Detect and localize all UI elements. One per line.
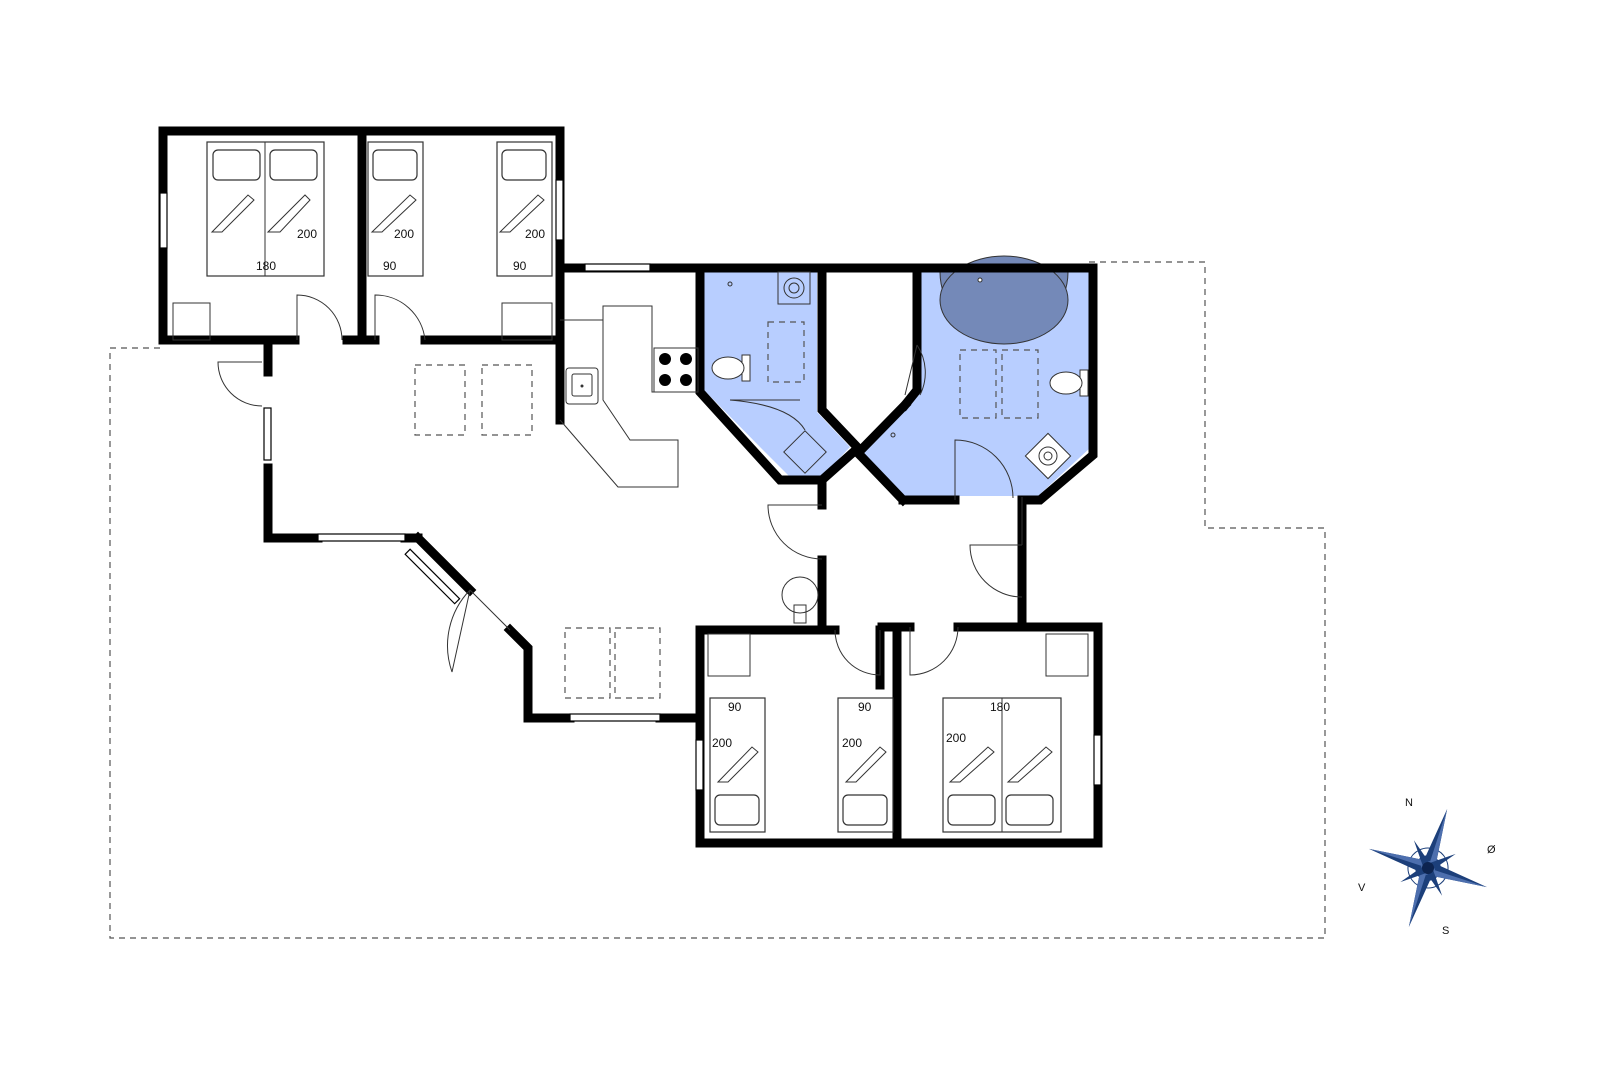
- bath1-toilet-icon: [711, 354, 751, 382]
- table-dashed-1: [414, 364, 466, 436]
- door-entrance[interactable]: [217, 361, 263, 407]
- door-bath2-inner[interactable]: [904, 344, 926, 396]
- bedroom4-wardrobe: [1045, 633, 1089, 677]
- bath1-shower-arc: [729, 399, 806, 431]
- wall-living-west-lower: [263, 463, 323, 543]
- window-kitchen-north: [584, 263, 651, 272]
- bath2-shower-area-1: [959, 349, 997, 419]
- kitchen-island: [559, 320, 679, 488]
- bath2-washbasin-icon: [1024, 432, 1072, 480]
- door-bedroom3[interactable]: [834, 629, 881, 676]
- bedroom2-left-bed-width: 90: [383, 259, 397, 273]
- bedroom2-right-bed-width: 90: [513, 259, 527, 273]
- window-living-diag: [404, 548, 461, 605]
- table-dashed-3: [564, 627, 611, 699]
- bedroom3-wardrobe: [707, 633, 751, 677]
- window-living-south-2: [569, 713, 661, 722]
- bedroom3-left-bed-length: 200: [712, 736, 732, 750]
- bath1-washbasin-icon: [777, 271, 811, 305]
- window-bedroom4-east: [1093, 734, 1102, 786]
- spa-drain-icon: [977, 277, 983, 283]
- stove-icon: [653, 347, 699, 393]
- kitchen-sink: [565, 367, 599, 405]
- water-heater-icon: [781, 576, 819, 614]
- wall-bath2-diag-up: [851, 398, 912, 460]
- window-living-south: [317, 533, 406, 542]
- table-dashed-2: [481, 364, 533, 436]
- bedroom3-right-bed-length: 200: [842, 736, 862, 750]
- compass-north-label: N: [1405, 797, 1413, 809]
- window-bedroom2-east: [555, 179, 564, 241]
- window-living-west: [263, 407, 272, 461]
- door-terrace[interactable]: [447, 589, 511, 673]
- wall-bath1-left: [695, 263, 827, 485]
- bathroom-1-floor: [702, 272, 850, 482]
- compass-west-label: V: [1358, 882, 1366, 894]
- terrace-outline-west: [109, 261, 1326, 939]
- wall-bath1-right: [817, 263, 865, 510]
- bedroom2-wardrobe: [501, 302, 553, 341]
- bedroom2-right-bed-length: 200: [525, 227, 545, 241]
- bedroom1-bed-length: 200: [297, 227, 317, 241]
- kitchen-counter: [560, 305, 697, 393]
- wall-living-sw: [503, 623, 575, 723]
- bedroom4-bed-length: 200: [946, 731, 966, 745]
- door-bedroom4[interactable]: [909, 626, 959, 676]
- door-hall-east[interactable]: [969, 497, 1023, 598]
- kitchen-sink-basin: [571, 373, 593, 397]
- bedroom3-right-bed-width: 90: [858, 700, 872, 714]
- bath1-drain-icon: [727, 281, 733, 287]
- bath2-shower-area-2: [1001, 349, 1039, 419]
- spa-tub-body: [939, 255, 1069, 345]
- bath2-drain-icon: [890, 432, 896, 438]
- window-bedroom3-west: [695, 739, 704, 791]
- wall-living-diag: [411, 531, 477, 597]
- bedroom4-bed-width: 180: [990, 700, 1010, 714]
- table-dashed-4: [614, 627, 661, 699]
- bath1-shower-tray: [783, 430, 827, 474]
- compass-rose-icon: [1369, 809, 1487, 927]
- compass-east-label: Ø: [1487, 844, 1496, 856]
- window-bedroom1-west: [159, 192, 168, 249]
- bedroom2-left-bed-length: 200: [394, 227, 414, 241]
- door-bath1[interactable]: [767, 504, 823, 560]
- door-bedroom1[interactable]: [296, 294, 343, 341]
- door-bath2[interactable]: [954, 439, 1014, 500]
- door-bedroom2[interactable]: [374, 294, 426, 341]
- sink-drain-icon: [580, 384, 584, 388]
- bedroom3-left-bed-width: 90: [728, 700, 742, 714]
- bedroom1-wardrobe: [172, 302, 211, 341]
- bedroom1-bed-width: 180: [256, 259, 276, 273]
- bath2-toilet-icon: [1049, 369, 1089, 397]
- wall-bath2-left-diag: [851, 446, 910, 507]
- wall-bath2-inner: [898, 267, 922, 412]
- compass-south-label: S: [1442, 925, 1449, 937]
- bath1-shower-area: [767, 321, 805, 383]
